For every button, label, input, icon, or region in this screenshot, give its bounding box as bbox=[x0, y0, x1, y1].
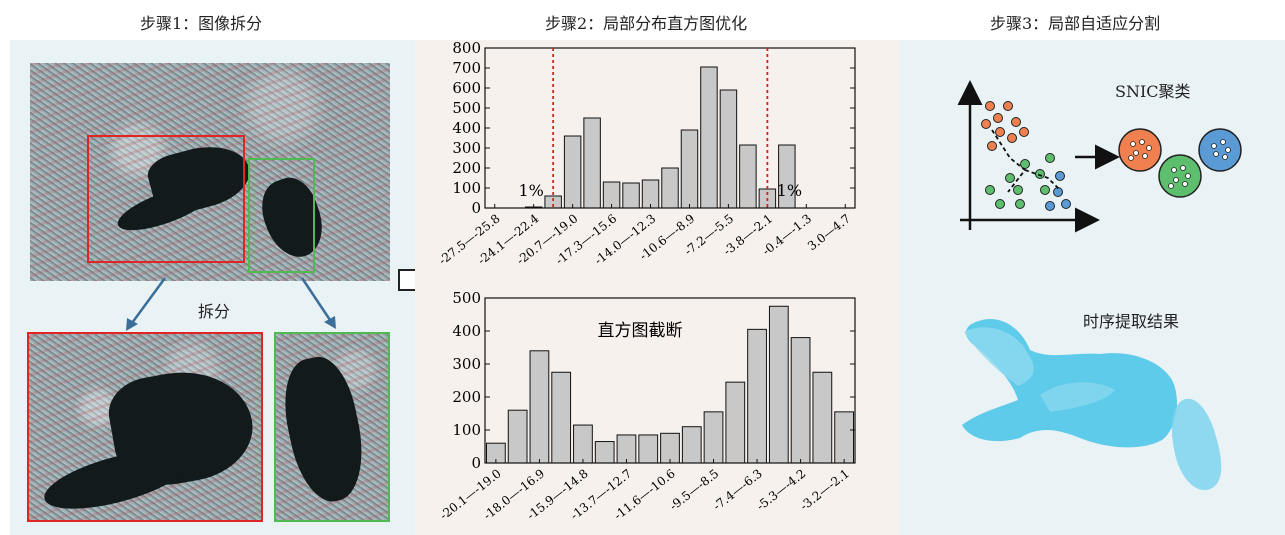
y-tick-label: 600 bbox=[452, 79, 481, 97]
bar-10 bbox=[703, 411, 724, 464]
y-tick-label: 500 bbox=[452, 289, 481, 307]
green-crop-box bbox=[248, 158, 315, 273]
bar-8 bbox=[660, 432, 680, 464]
bar-13 bbox=[768, 305, 789, 464]
y-tick-label: 100 bbox=[452, 179, 481, 197]
y-tick-label: 700 bbox=[452, 59, 481, 77]
bar-12 bbox=[719, 89, 738, 209]
cutoff-label: 1% bbox=[777, 181, 802, 200]
cluster-green bbox=[1158, 154, 1202, 198]
bar-1 bbox=[507, 409, 528, 464]
cluster-path bbox=[991, 129, 1061, 193]
bar-12 bbox=[747, 328, 767, 464]
sar-full-image bbox=[30, 63, 390, 281]
histogram-truncated: 0100200300400500-20.1—-19.0-18.0—-16.9-1… bbox=[437, 289, 856, 523]
y-tick-label: 500 bbox=[452, 99, 481, 117]
bar-6 bbox=[616, 434, 637, 464]
segmentation-panel: SNIC聚类 时序提取结果 bbox=[900, 40, 1285, 535]
chart-title: 直方图截断 bbox=[598, 321, 683, 341]
y-tick-label: 400 bbox=[452, 322, 481, 340]
bar-5 bbox=[583, 117, 601, 209]
bar-7 bbox=[622, 182, 640, 209]
y-tick-label: 200 bbox=[452, 388, 481, 406]
snic-diagram bbox=[957, 80, 1242, 491]
split-label: 拆分 bbox=[198, 302, 231, 321]
bar-3 bbox=[551, 371, 572, 464]
bars bbox=[524, 66, 796, 209]
y-tick-label: 0 bbox=[471, 199, 481, 217]
step2-title: 步骤2：局部分布直方图优化 bbox=[545, 14, 748, 33]
snic-cluster-label: SNIC聚类 bbox=[1115, 82, 1191, 101]
left-split-arrow bbox=[130, 277, 167, 324]
lake-extraction-result bbox=[962, 319, 1222, 491]
cluster-orange bbox=[1118, 128, 1162, 172]
bar-4 bbox=[573, 424, 593, 464]
histogram-original: 0100200300400500600700800-27.5—-25.8-24.… bbox=[436, 40, 856, 268]
cluster-blue bbox=[1198, 128, 1242, 172]
sar-crop-green bbox=[274, 332, 390, 522]
bar-14 bbox=[790, 337, 811, 464]
y-tick-label: 300 bbox=[452, 355, 481, 373]
image-split-panel: 拆分 bbox=[10, 40, 415, 535]
y-tick-label: 300 bbox=[452, 139, 481, 157]
y-tick-label: 100 bbox=[452, 421, 481, 439]
x-tick-label: -3.2—-2.1 bbox=[797, 466, 852, 513]
cutoff-label: 1% bbox=[518, 181, 543, 200]
y-tick-label: 800 bbox=[452, 40, 481, 57]
bar-5 bbox=[594, 441, 615, 464]
y-tick-label: 200 bbox=[452, 159, 481, 177]
y-tick-label: 400 bbox=[452, 119, 481, 137]
split-arrows bbox=[126, 277, 336, 331]
step3-title: 步骤3：局部自适应分割 bbox=[990, 14, 1161, 33]
bar-8 bbox=[641, 179, 660, 209]
bar-13 bbox=[739, 144, 757, 209]
bar-9 bbox=[661, 167, 679, 209]
red-crop-box bbox=[87, 135, 245, 263]
y-tick-label: 0 bbox=[471, 454, 481, 472]
right-split-arrow bbox=[300, 277, 332, 321]
bar-11 bbox=[725, 381, 746, 464]
bar-2 bbox=[529, 350, 550, 464]
bar-9 bbox=[681, 426, 702, 464]
bar-4 bbox=[563, 135, 582, 209]
bar-11 bbox=[700, 66, 718, 209]
bar-7 bbox=[638, 434, 659, 464]
x-tick-label: 3.0—4.7 bbox=[805, 211, 853, 253]
bar-15 bbox=[812, 371, 833, 464]
bar-10 bbox=[680, 129, 699, 209]
step1-title: 步骤1：图像拆分 bbox=[140, 14, 263, 33]
sar-crop-red bbox=[27, 332, 263, 522]
result-label: 时序提取结果 bbox=[1083, 312, 1180, 331]
bar-16 bbox=[834, 411, 854, 464]
